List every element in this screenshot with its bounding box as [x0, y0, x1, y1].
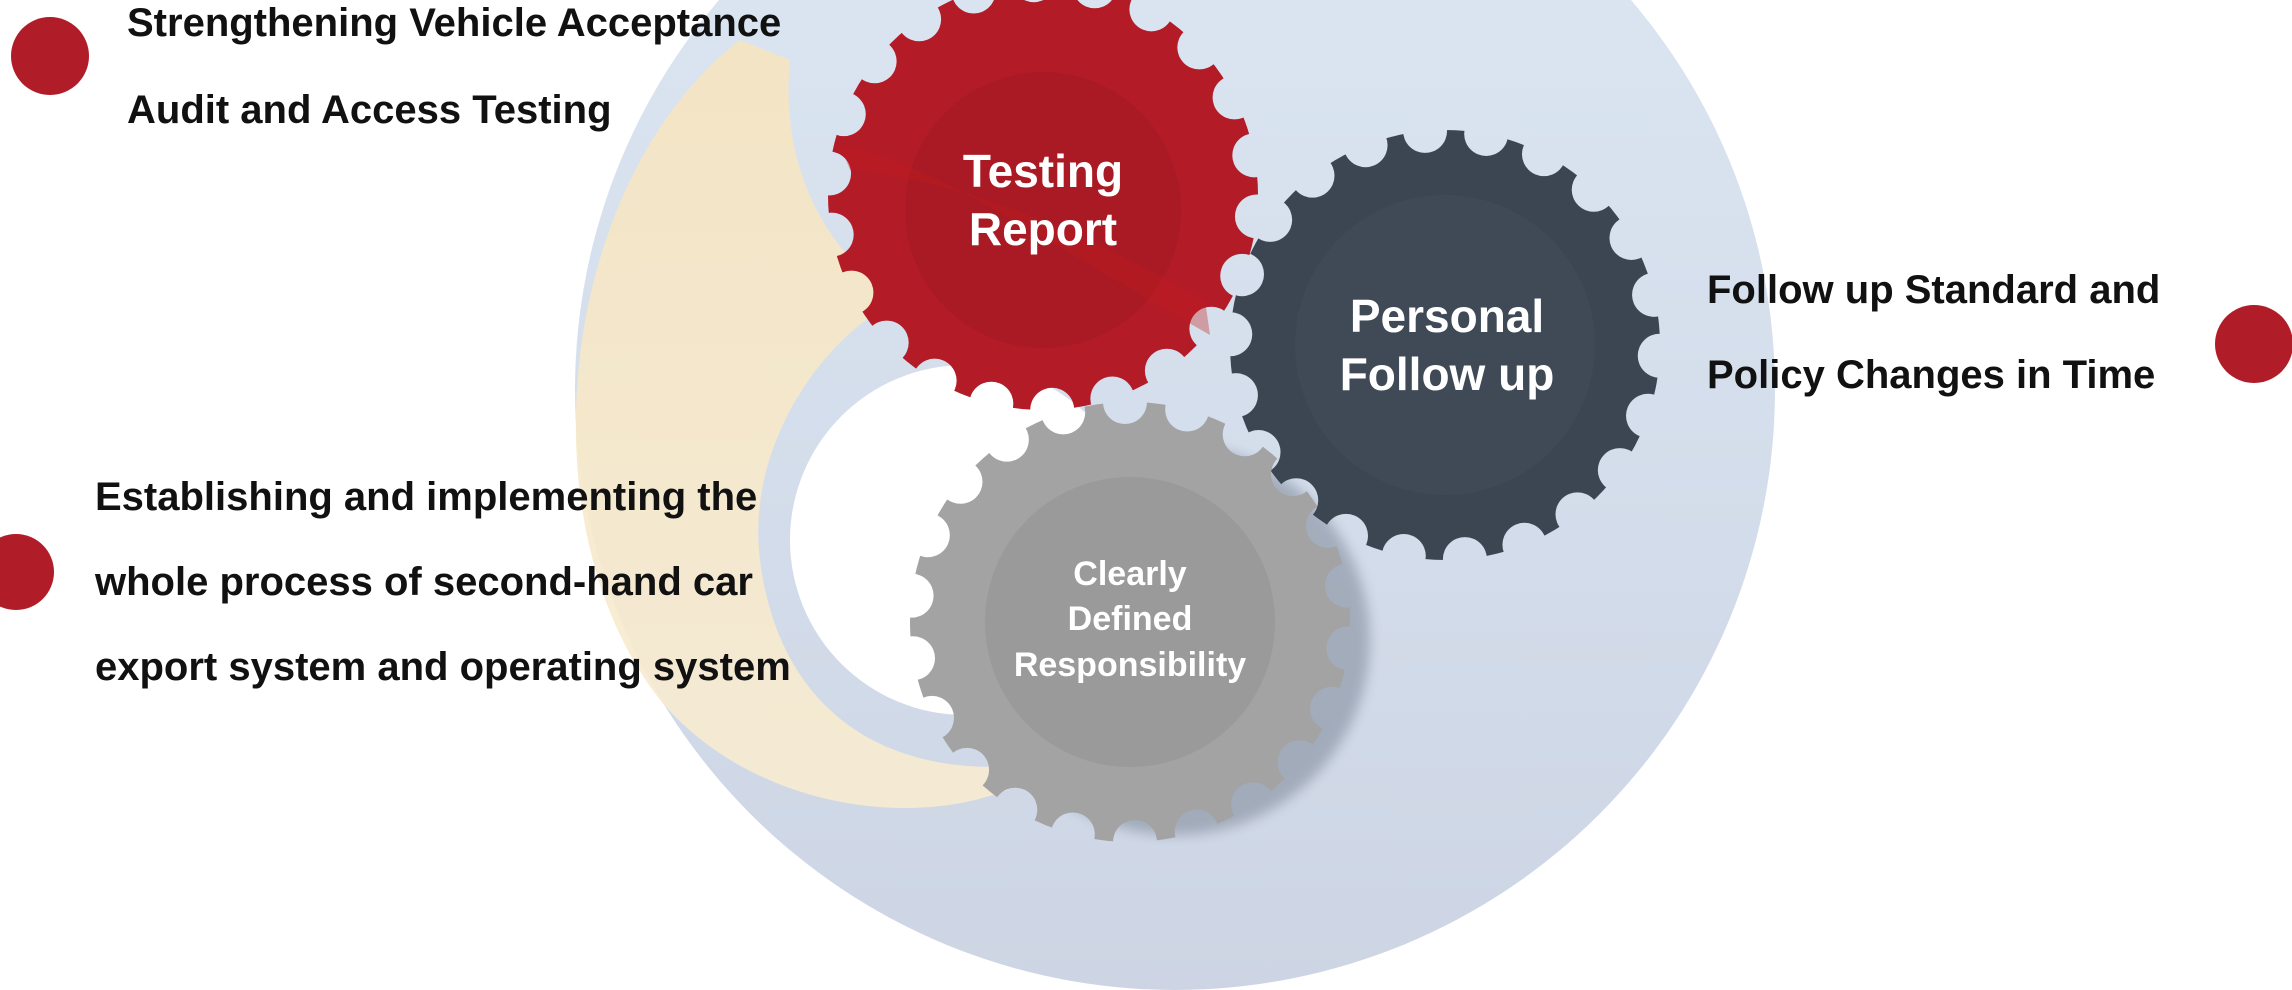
- gear-label-clearly-1: Clearly: [1073, 555, 1186, 593]
- item-bottom-left-line-2: whole process of second-hand car: [95, 560, 753, 604]
- item-right-line-1: Follow up Standard and: [1707, 268, 2161, 312]
- gear-label-clearly-2: Defined: [1068, 600, 1193, 638]
- red-overlap-band: [840, 145, 1210, 335]
- gear-label-personal-1: Personal: [1350, 290, 1544, 342]
- gear-label-testing-2: Report: [969, 203, 1117, 255]
- item-right-line-2: Policy Changes in Time: [1707, 353, 2156, 397]
- item-bottom-left-line-3: export system and operating system: [95, 645, 791, 689]
- gear-label-testing-1: Testing: [963, 145, 1123, 197]
- gear-label-clearly-3: Responsibility: [1014, 646, 1246, 684]
- hub-personal: [1295, 195, 1595, 495]
- cream-swoosh: [575, 40, 1060, 808]
- item-top-left-line-1: Strengthening Vehicle Acceptance: [127, 1, 782, 45]
- hub-testing: [905, 72, 1181, 348]
- item-top-left-line-2: Audit and Access Testing: [127, 88, 612, 132]
- gear-label-personal-2: Follow up: [1340, 348, 1555, 400]
- item-bottom-left-line-1: Establishing and implementing the: [95, 475, 758, 519]
- hub-clearly: [985, 477, 1275, 767]
- bullet-dot-top-left: [11, 17, 89, 95]
- bullet-dot-right: [2215, 305, 2292, 383]
